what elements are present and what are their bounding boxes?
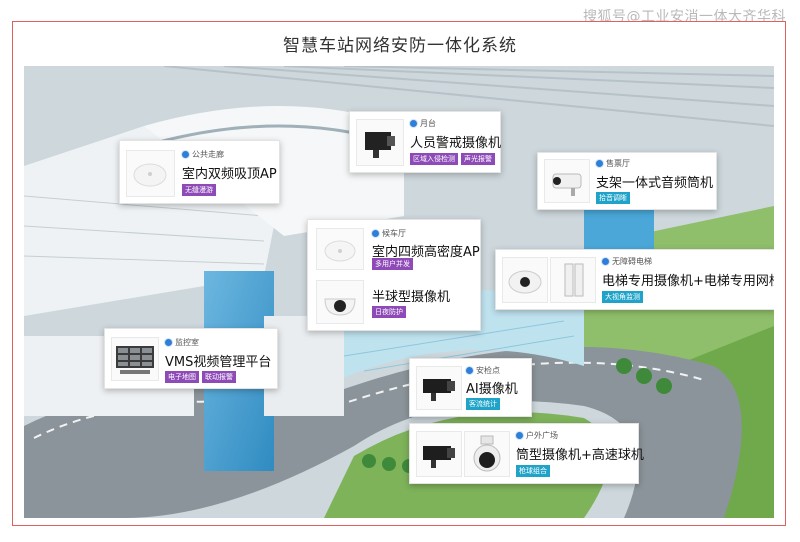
location-text: 监控室 [175,338,199,347]
page-title: 智慧车站网络安防一体化系统 [283,36,517,56]
feature-tag: 日夜防护 [372,306,406,318]
ai-camera-icon [423,379,455,401]
elevator-bridge-image [550,257,596,303]
station-aerial-scene: 公共走廊 室内双频吸顶AP 无缝漫游 月台 人员警戒摄像机 区域入侵检测 声光报… [24,66,774,518]
location-label: 监控室 [165,337,199,348]
device-name: AI摄像机 [466,382,518,397]
location-text: 无障碍电梯 [612,257,652,266]
feature-tag: 声光报警 [461,153,495,165]
location-text: 候车厅 [382,229,406,238]
location-pin-icon [596,160,603,167]
device-card-waiting-hall[interactable]: 候车厅 室内四频高密度AP 多用户并发 半球型摄像机 日夜防护 [307,219,481,331]
device-card-ticket-office[interactable]: 售票厅 支架一体式音频筒机 拾音调晰 [537,152,717,210]
device-card-security-check[interactable]: 安检点 AI摄像机 客流统计 [409,358,532,417]
location-label: 候车厅 [372,228,406,239]
video-wall-image [111,337,159,381]
device-card-public-corridor[interactable]: 公共走廊 室内双频吸顶AP 无缝漫游 [119,140,280,204]
audio-camera-icon [552,173,582,196]
feature-tag: 联动报警 [202,371,236,383]
feature-tag: 客流统计 [466,398,500,410]
location-pin-icon [182,151,189,158]
elevator-camera-image [502,257,548,303]
device-name: 电梯专用摄像机+电梯专用网桥 [602,274,774,289]
diagram-frame: 智慧车站网络安防一体化系统 [12,21,786,526]
location-label: 售票厅 [596,158,630,169]
location-text: 月台 [420,119,436,128]
location-pin-icon [165,339,172,346]
feature-tag: 电子地图 [165,371,199,383]
ceiling-ap-icon [133,163,167,187]
feature-tag: 区域入侵检测 [410,153,458,165]
dome-camera-image [316,280,364,324]
feature-tag: 拾音调晰 [596,192,630,204]
location-pin-icon [372,230,379,237]
location-text: 公共走廊 [192,150,224,159]
location-pin-icon [602,258,609,265]
ceiling-ap-image [316,228,364,270]
location-pin-icon [410,120,417,127]
feature-tag: 枪球组合 [516,465,550,477]
video-wall-icon [116,346,154,374]
wireless-bridge-icon [564,263,584,297]
bullet-camera-icon [423,446,455,468]
device-name: 筒型摄像机+高速球机 [516,448,644,463]
road-loop [24,346,742,518]
dome-camera-icon [324,298,356,316]
location-pin-icon [466,367,473,374]
location-text: 户外广场 [526,431,558,440]
location-label: 月台 [410,118,436,129]
speed-dome-image [464,431,510,477]
rail-tracks [163,66,774,127]
feature-tag: 多用户并发 [372,258,413,270]
feature-tag: 大视角监测 [602,291,643,303]
location-label: 无障碍电梯 [602,256,652,267]
feature-tag: 无缝漫游 [182,184,216,196]
location-pin-icon [516,432,523,439]
bullet-camera-icon [365,132,395,158]
location-label: 户外广场 [516,430,558,441]
location-text: 安检点 [476,366,500,375]
location-label: 安检点 [466,365,500,376]
location-label: 公共走廊 [182,149,224,160]
device-name: 人员警戒摄像机 [410,136,502,151]
device-card-outdoor-square[interactable]: 户外广场 筒型摄像机+高速球机 枪球组合 [409,423,644,484]
bullet-camera-image [416,431,462,477]
speed-dome-icon [473,435,501,472]
device-name: 室内四频高密度AP [372,245,480,260]
device-name: 室内双频吸顶AP [182,167,277,182]
location-text: 售票厅 [606,159,630,168]
device-name: 半球型摄像机 [372,290,451,305]
device-card-monitor-room[interactable]: 监控室 VMS视频管理平台 电子地图 联动报警 [104,328,278,389]
ceiling-ap-icon [324,240,356,262]
device-card-elevator[interactable]: 无障碍电梯 电梯专用摄像机+电梯专用网桥 大视角监测 [495,249,774,310]
bullet-camera-image [356,119,404,166]
device-card-platform[interactable]: 月台 人员警戒摄像机 区域入侵检测 声光报警 [349,111,501,173]
device-name: 支架一体式音频筒机 [596,176,714,191]
elevator-camera-icon [508,270,542,294]
audio-camera-image [544,159,590,203]
device-name: VMS视频管理平台 [165,355,272,370]
ai-camera-image [416,366,462,410]
ceiling-ap-image [126,150,175,197]
